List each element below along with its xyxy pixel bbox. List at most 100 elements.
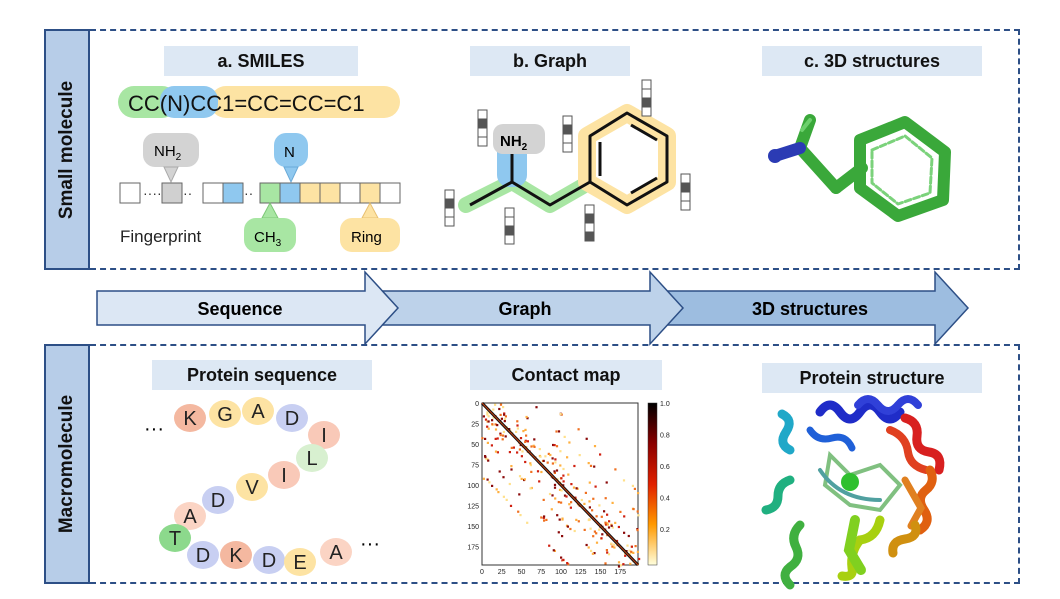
contact-cell: [617, 525, 620, 529]
colorbar-tick-label: 0.4: [660, 496, 670, 503]
contact-cell: [575, 487, 578, 490]
contact-cell: [554, 461, 557, 464]
contact-cell: [487, 420, 490, 423]
contact-cell: [523, 478, 526, 481]
contact-cell: [607, 553, 611, 556]
contact-cell: [505, 498, 508, 501]
contact-cell: [494, 450, 498, 453]
residue-letter: G: [217, 404, 233, 426]
contact-cell: [580, 498, 583, 502]
contact-cell: [560, 489, 563, 492]
contact-cell: [486, 478, 489, 481]
contact-cell: [533, 438, 536, 441]
contact-cell: [555, 469, 559, 472]
contact-cell: [559, 450, 562, 453]
residue-letter: I: [321, 425, 327, 447]
contact-cell: [496, 424, 499, 427]
contact-cell: [503, 418, 507, 421]
contact-cell: [585, 543, 588, 547]
residue-letter: L: [306, 448, 317, 470]
contact-cell: [510, 446, 513, 449]
contact-cell: [562, 474, 565, 477]
contact-cell: [605, 523, 608, 526]
contact-cell: [557, 430, 561, 433]
residue-letter: A: [329, 542, 343, 564]
contact-cell: [598, 504, 601, 507]
contact-cell: [574, 496, 577, 499]
residue-bead: A: [174, 502, 206, 530]
feature-vector-5: [584, 204, 595, 242]
small-molecule-label-box: Small molecule: [44, 29, 90, 270]
contact-cell: [568, 441, 571, 444]
y-tick-label: 25: [471, 422, 479, 429]
contact-cell: [577, 520, 580, 523]
contact-cell: [630, 550, 633, 553]
contact-cell: [512, 446, 515, 449]
contact-cell: [611, 545, 614, 548]
contact-cell: [626, 544, 629, 547]
fingerprint-vector: [119, 182, 401, 204]
ch3-bubble: [244, 218, 296, 252]
contact-cell: [628, 553, 631, 556]
contact-cell: [615, 539, 619, 543]
contact-cell: [481, 437, 484, 440]
contact-cell: [593, 552, 596, 555]
feature-vector-2: [477, 109, 488, 147]
contact-cell: [636, 510, 639, 513]
contact-cell: [504, 415, 507, 418]
contact-cell: [562, 558, 565, 561]
smiles-text: CC(N)CC1=CC=CC=C1: [128, 91, 365, 116]
contact-cell: [560, 501, 563, 504]
colorbar-tick-label: 0.6: [660, 464, 670, 471]
fingerprint-dots-2: ··: [183, 185, 192, 201]
residue-letter: E: [293, 552, 306, 574]
contact-cell: [570, 483, 573, 486]
contact-cell: [583, 502, 586, 505]
contact-cell: [553, 483, 557, 486]
contact-cell: [540, 470, 543, 474]
contact-cell: [547, 452, 550, 455]
contact-cell: [622, 479, 626, 482]
graph-nh2-bubble: [493, 124, 545, 154]
contact-cell: [556, 514, 559, 517]
contact-map-colorbar: [647, 402, 658, 566]
contact-cell: [510, 465, 513, 468]
contact-cell: [558, 488, 562, 491]
contact-cell: [623, 515, 626, 518]
contact-cell: [548, 544, 551, 547]
contact-cell: [496, 451, 499, 454]
contact-cell: [503, 412, 506, 415]
smiles-title: a. SMILES: [164, 46, 358, 76]
contact-map-title: Contact map: [470, 360, 662, 390]
contact-cell: [604, 497, 607, 500]
contact-cell: [549, 453, 552, 457]
contact-cell: [499, 403, 503, 406]
contact-cell: [555, 430, 558, 433]
contact-cell: [491, 423, 494, 426]
residue-letter: A: [183, 506, 197, 528]
contact-cell: [624, 554, 627, 557]
contact-cell: [491, 419, 494, 422]
contact-cell: [603, 510, 606, 513]
residue-bead: K: [220, 541, 252, 569]
contact-cell: [595, 515, 598, 518]
contact-cell: [588, 481, 591, 484]
macromolecule-label-box: Macromolecule: [44, 344, 90, 584]
3d-molecule: [772, 114, 951, 222]
contact-cell: [570, 501, 573, 504]
contact-cell: [557, 501, 560, 504]
contact-cell: [492, 416, 495, 419]
contact-cell: [608, 520, 611, 523]
contact-cell: [560, 477, 563, 480]
arrows: [96, 270, 970, 346]
contact-cell: [637, 492, 640, 495]
contact-cell: [494, 403, 497, 406]
contact-cell: [552, 549, 555, 552]
contact-cell: [530, 445, 533, 448]
contact-cell: [566, 525, 569, 528]
ch3-label: CH3: [254, 229, 282, 249]
contact-cell: [604, 562, 607, 565]
contact-cell: [628, 549, 631, 552]
